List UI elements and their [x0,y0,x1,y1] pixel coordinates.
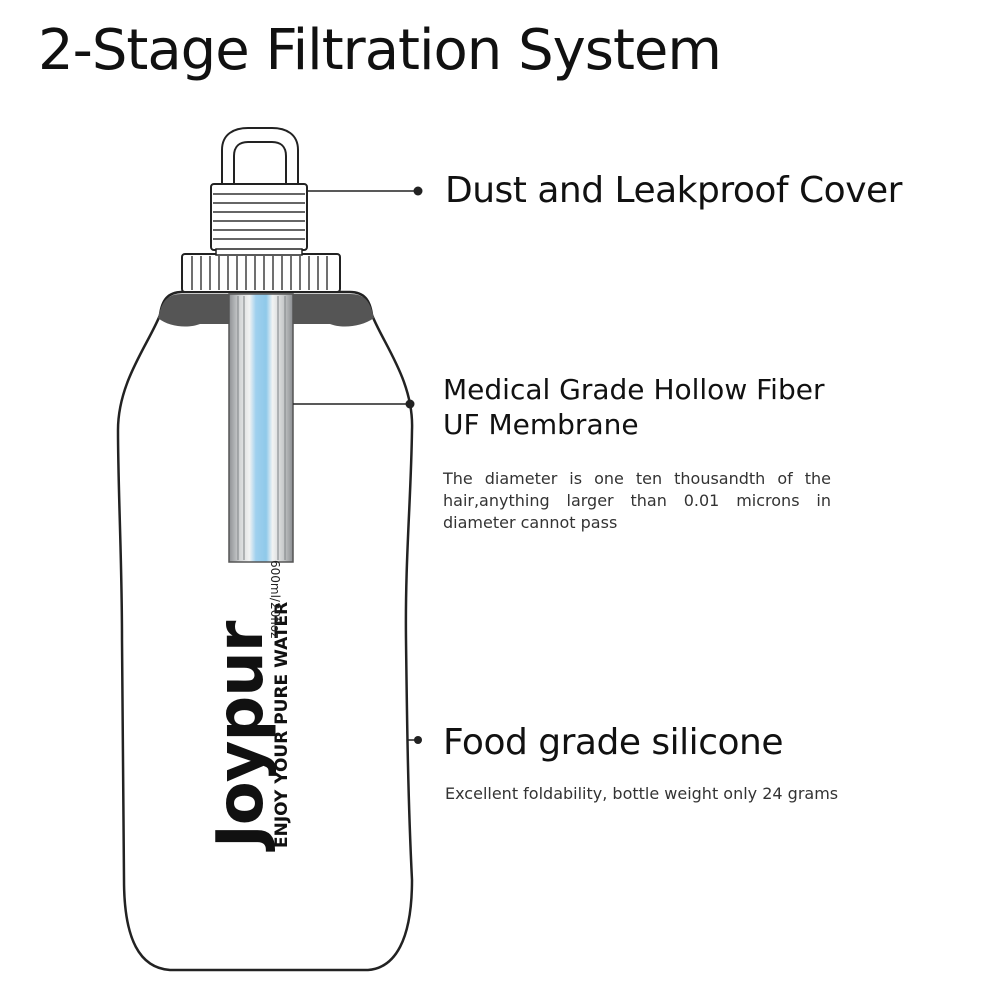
filter-tube [228,293,294,563]
filter-tube-lines [237,296,286,560]
bottle-volume: 600ml/20floz [268,560,282,639]
silicone-callout-label: Food grade silicone [443,722,783,763]
membrane-leader-dot [405,399,415,409]
membrane-label-line2: UF Membrane [443,408,639,441]
cap-loop [221,127,299,185]
bottle-body [116,290,414,972]
silicone-leader-dot [414,736,422,744]
upper-cap-ridges [213,193,305,240]
cap-neck [215,248,303,256]
cover-callout-label: Dust and Leakproof Cover [445,170,902,211]
volume-label-holder: 600ml/20floz [268,560,342,638]
lower-cap-ridges [191,256,328,290]
membrane-label-line1: Medical Grade Hollow Fiber [443,373,825,406]
lower-cap-ring [181,253,341,293]
silicone-description: Excellent foldability, bottle weight onl… [445,784,839,803]
brand-name: Joypur [204,621,278,848]
membrane-description: The diameter is one ten thousandth of th… [443,469,831,532]
cover-leader-dot [413,186,423,196]
page-title: 2-Stage Filtration System [38,18,722,83]
membrane-callout-label: Medical Grade Hollow Fiber UF Membrane [443,372,824,442]
